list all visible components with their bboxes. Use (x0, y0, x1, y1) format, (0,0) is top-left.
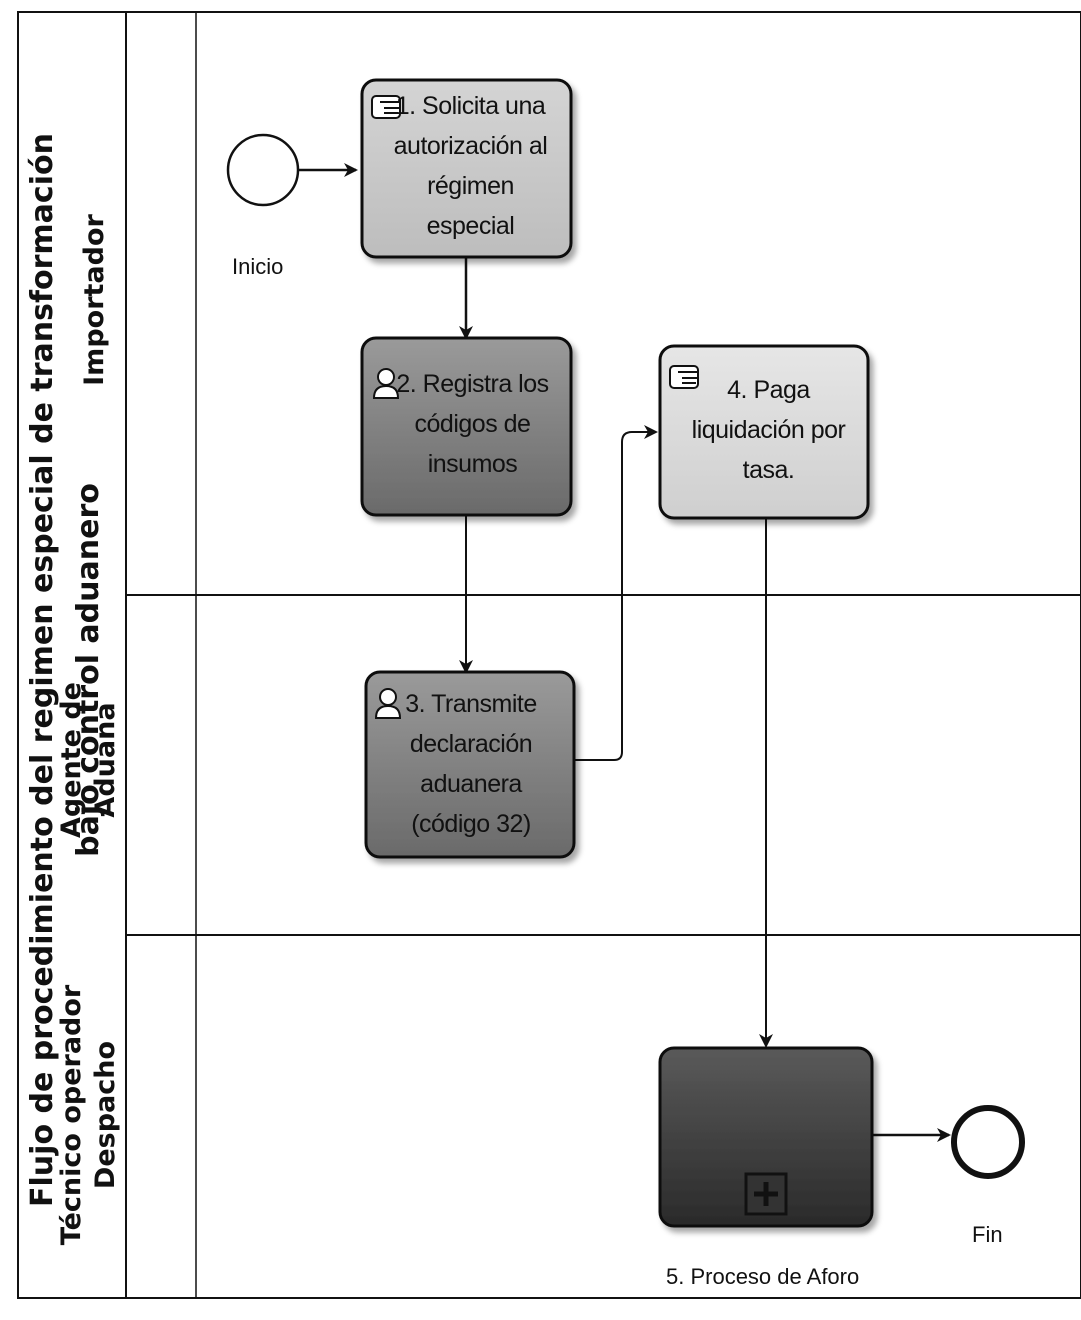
lane-label-tecnico: Técnico operador Despacho (55, 965, 135, 1265)
task-3[interactable] (364, 670, 576, 859)
task-4-box[interactable] (658, 344, 870, 520)
task-1-line-4: especial (426, 212, 515, 240)
lane-importador-line1: Importador (79, 214, 110, 386)
manual-task-icon (371, 95, 401, 119)
task-1-text: 1. Solicita una autorización al régimen … (378, 86, 563, 246)
pool-border (17, 11, 1081, 1299)
task-2-line-2: códigos de (414, 410, 531, 438)
task-2-box[interactable] (360, 336, 573, 517)
lane-label-agente: Agente de Aduana (55, 610, 135, 910)
task-3-line-4: (código 32) (411, 810, 531, 838)
lane-agente-line1: Agente de (56, 682, 87, 839)
task-4-line-3: tasa. (742, 456, 795, 484)
collapsed-subprocess-plus-icon (744, 1172, 788, 1216)
task-2[interactable] (360, 336, 573, 517)
flow-task3-to-task4 (574, 425, 658, 761)
task-3-line-1: 3. Transmite (405, 690, 537, 718)
start-event-label: Inicio (232, 254, 284, 279)
task-3-box[interactable] (364, 670, 576, 859)
task-4[interactable] (658, 344, 870, 520)
task-3-line-2: declaración (409, 730, 533, 758)
task-1-line-2: autorización al (393, 132, 548, 160)
task-1-line-3: régimen (427, 172, 514, 200)
task-2-line-3: insumos (427, 450, 518, 478)
sequence-flows (299, 163, 951, 1142)
user-task-icon-2 (374, 688, 402, 719)
task-3-text: 3. Transmite declaración aduanera (códig… (376, 684, 566, 844)
end-event[interactable] (951, 1105, 1025, 1179)
task-2-text: 2. Registra los códigos de insumos (380, 364, 565, 484)
task-1-line-1: 1. Solicita una (395, 92, 546, 120)
manual-task-icon-2 (669, 365, 699, 389)
task-1[interactable] (360, 78, 573, 259)
lane-tecnico-line2: Despacho (90, 1040, 121, 1190)
lane-agente-line2: Aduana (90, 702, 121, 818)
start-event[interactable] (226, 133, 300, 207)
pool (17, 11, 1081, 1299)
task-4-line-1: 4. Paga (727, 376, 810, 404)
lane-tecnico-line1: Técnico operador (56, 984, 87, 1246)
task-1-box[interactable] (360, 78, 573, 259)
lane-label-importador: Importador (65, 100, 125, 500)
subprocess-5-label: 5. Proceso de Aforo (666, 1264, 860, 1289)
end-event-label: Fin (972, 1222, 1003, 1247)
task-2-line-1: 2. Registra los (396, 370, 549, 398)
task-4-text: 4. Paga liquidación por tasa. (676, 370, 861, 490)
user-task-icon (372, 368, 400, 399)
subprocess-5[interactable] (658, 1046, 874, 1228)
task-3-line-3: aduanera (420, 770, 522, 798)
subprocess-5-box[interactable] (658, 1046, 874, 1228)
task-4-line-2: liquidación por (691, 416, 846, 444)
